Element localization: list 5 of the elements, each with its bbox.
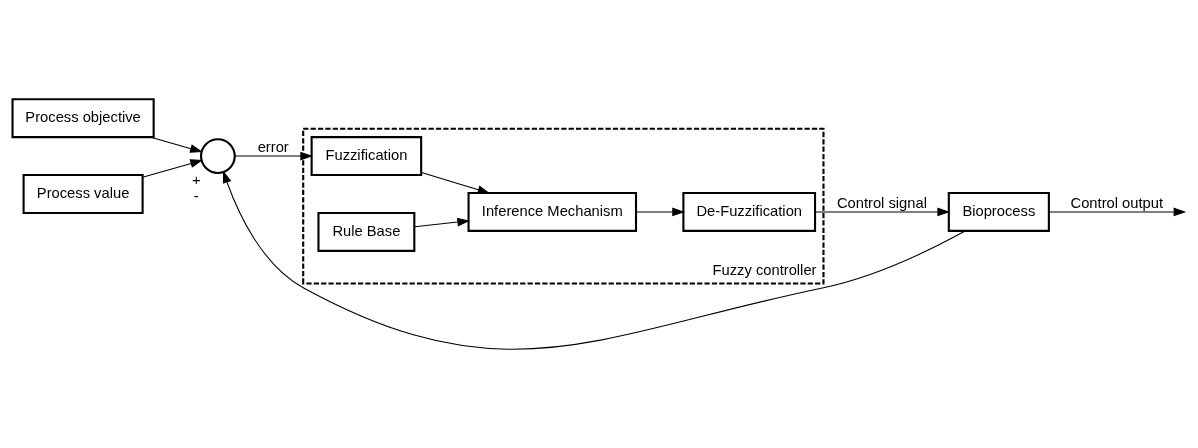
node-label: + xyxy=(192,171,201,188)
edge-label: Control signal xyxy=(836,194,927,211)
edge-label: Control output xyxy=(1070,194,1164,211)
node-label: - xyxy=(193,187,199,204)
edge-label: error xyxy=(257,138,289,155)
